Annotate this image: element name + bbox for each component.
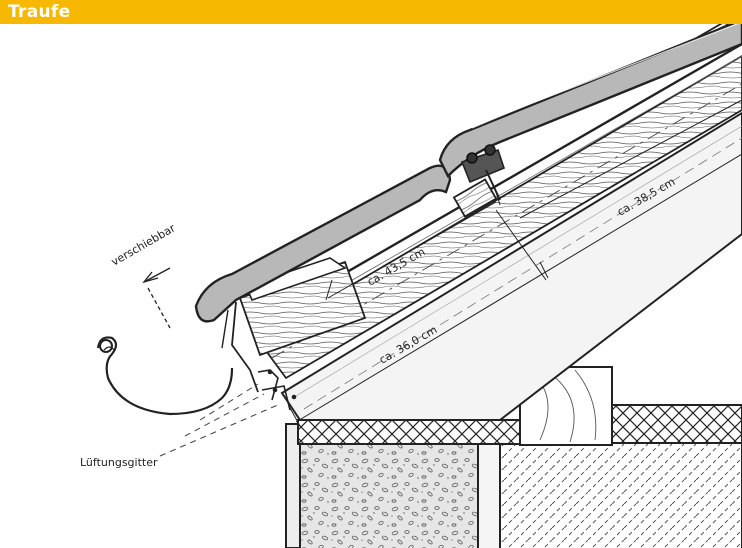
dimension-lines	[289, 99, 742, 427]
drip-edge	[221, 301, 297, 411]
masonry-wall	[285, 423, 501, 548]
sliding-arrow-icon	[142, 267, 171, 329]
roof-tiles	[194, 24, 742, 323]
gutter	[96, 336, 234, 416]
header-bar: Traufe	[0, 0, 742, 24]
vent-airflow-lines	[159, 383, 281, 457]
sliding-label: verschiebbar	[109, 221, 178, 268]
eaves-board	[238, 257, 367, 357]
insulation-block	[499, 441, 742, 548]
wall-plate	[297, 404, 742, 445]
vent-grille-label: Lüftungsgitter	[80, 456, 158, 469]
rafter	[280, 111, 742, 421]
eaves-diagram: ca. 43,5 cm ca. 38,5 cm ca. 36,0 cm vers…	[80, 24, 742, 548]
tile-clip	[460, 144, 505, 201]
page-title: Traufe	[8, 2, 71, 22]
